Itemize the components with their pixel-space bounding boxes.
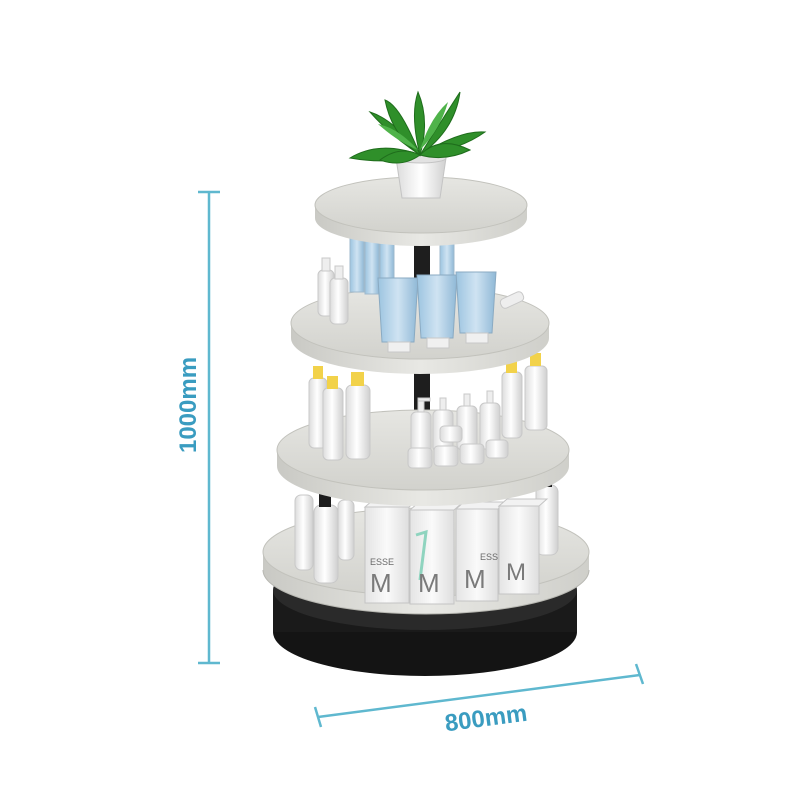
product-box: ESSE M <box>454 501 508 602</box>
width-dimension-cap-left <box>313 706 323 728</box>
product-box: ESSE M <box>363 499 419 604</box>
tier-4-products: ESSE M M ESSE M M <box>294 473 559 605</box>
tier-2-products <box>317 231 525 353</box>
height-dimension-label: 1000mm <box>175 357 202 453</box>
cream-jars <box>407 425 509 469</box>
display-stand: ESSE M M ESSE M M <box>262 90 590 676</box>
box-logo-letter: M <box>506 559 526 586</box>
potted-plant-icon <box>348 90 487 199</box>
box-logo-letter: M <box>418 568 440 598</box>
tube-products <box>377 271 497 353</box>
width-dimension: 800mm <box>313 663 645 738</box>
box-brand-text: ESSE <box>370 557 394 567</box>
box-logo-letter: M <box>370 568 392 598</box>
product-box: M <box>497 498 549 595</box>
product-box: M <box>408 502 464 605</box>
width-dimension-line <box>317 673 641 719</box>
tier-3-products <box>308 353 548 469</box>
box-brand-text: ESSE <box>480 552 504 562</box>
yellow-cap-bottles-right <box>501 353 548 439</box>
width-dimension-cap-right <box>634 663 645 685</box>
width-dimension-label: 800mm <box>443 700 529 738</box>
height-dimension: 1000mm <box>175 190 220 665</box>
yellow-cap-bottles-left <box>308 366 371 461</box>
box-logo-letter: M <box>464 564 486 594</box>
pump-bottles <box>410 390 501 453</box>
